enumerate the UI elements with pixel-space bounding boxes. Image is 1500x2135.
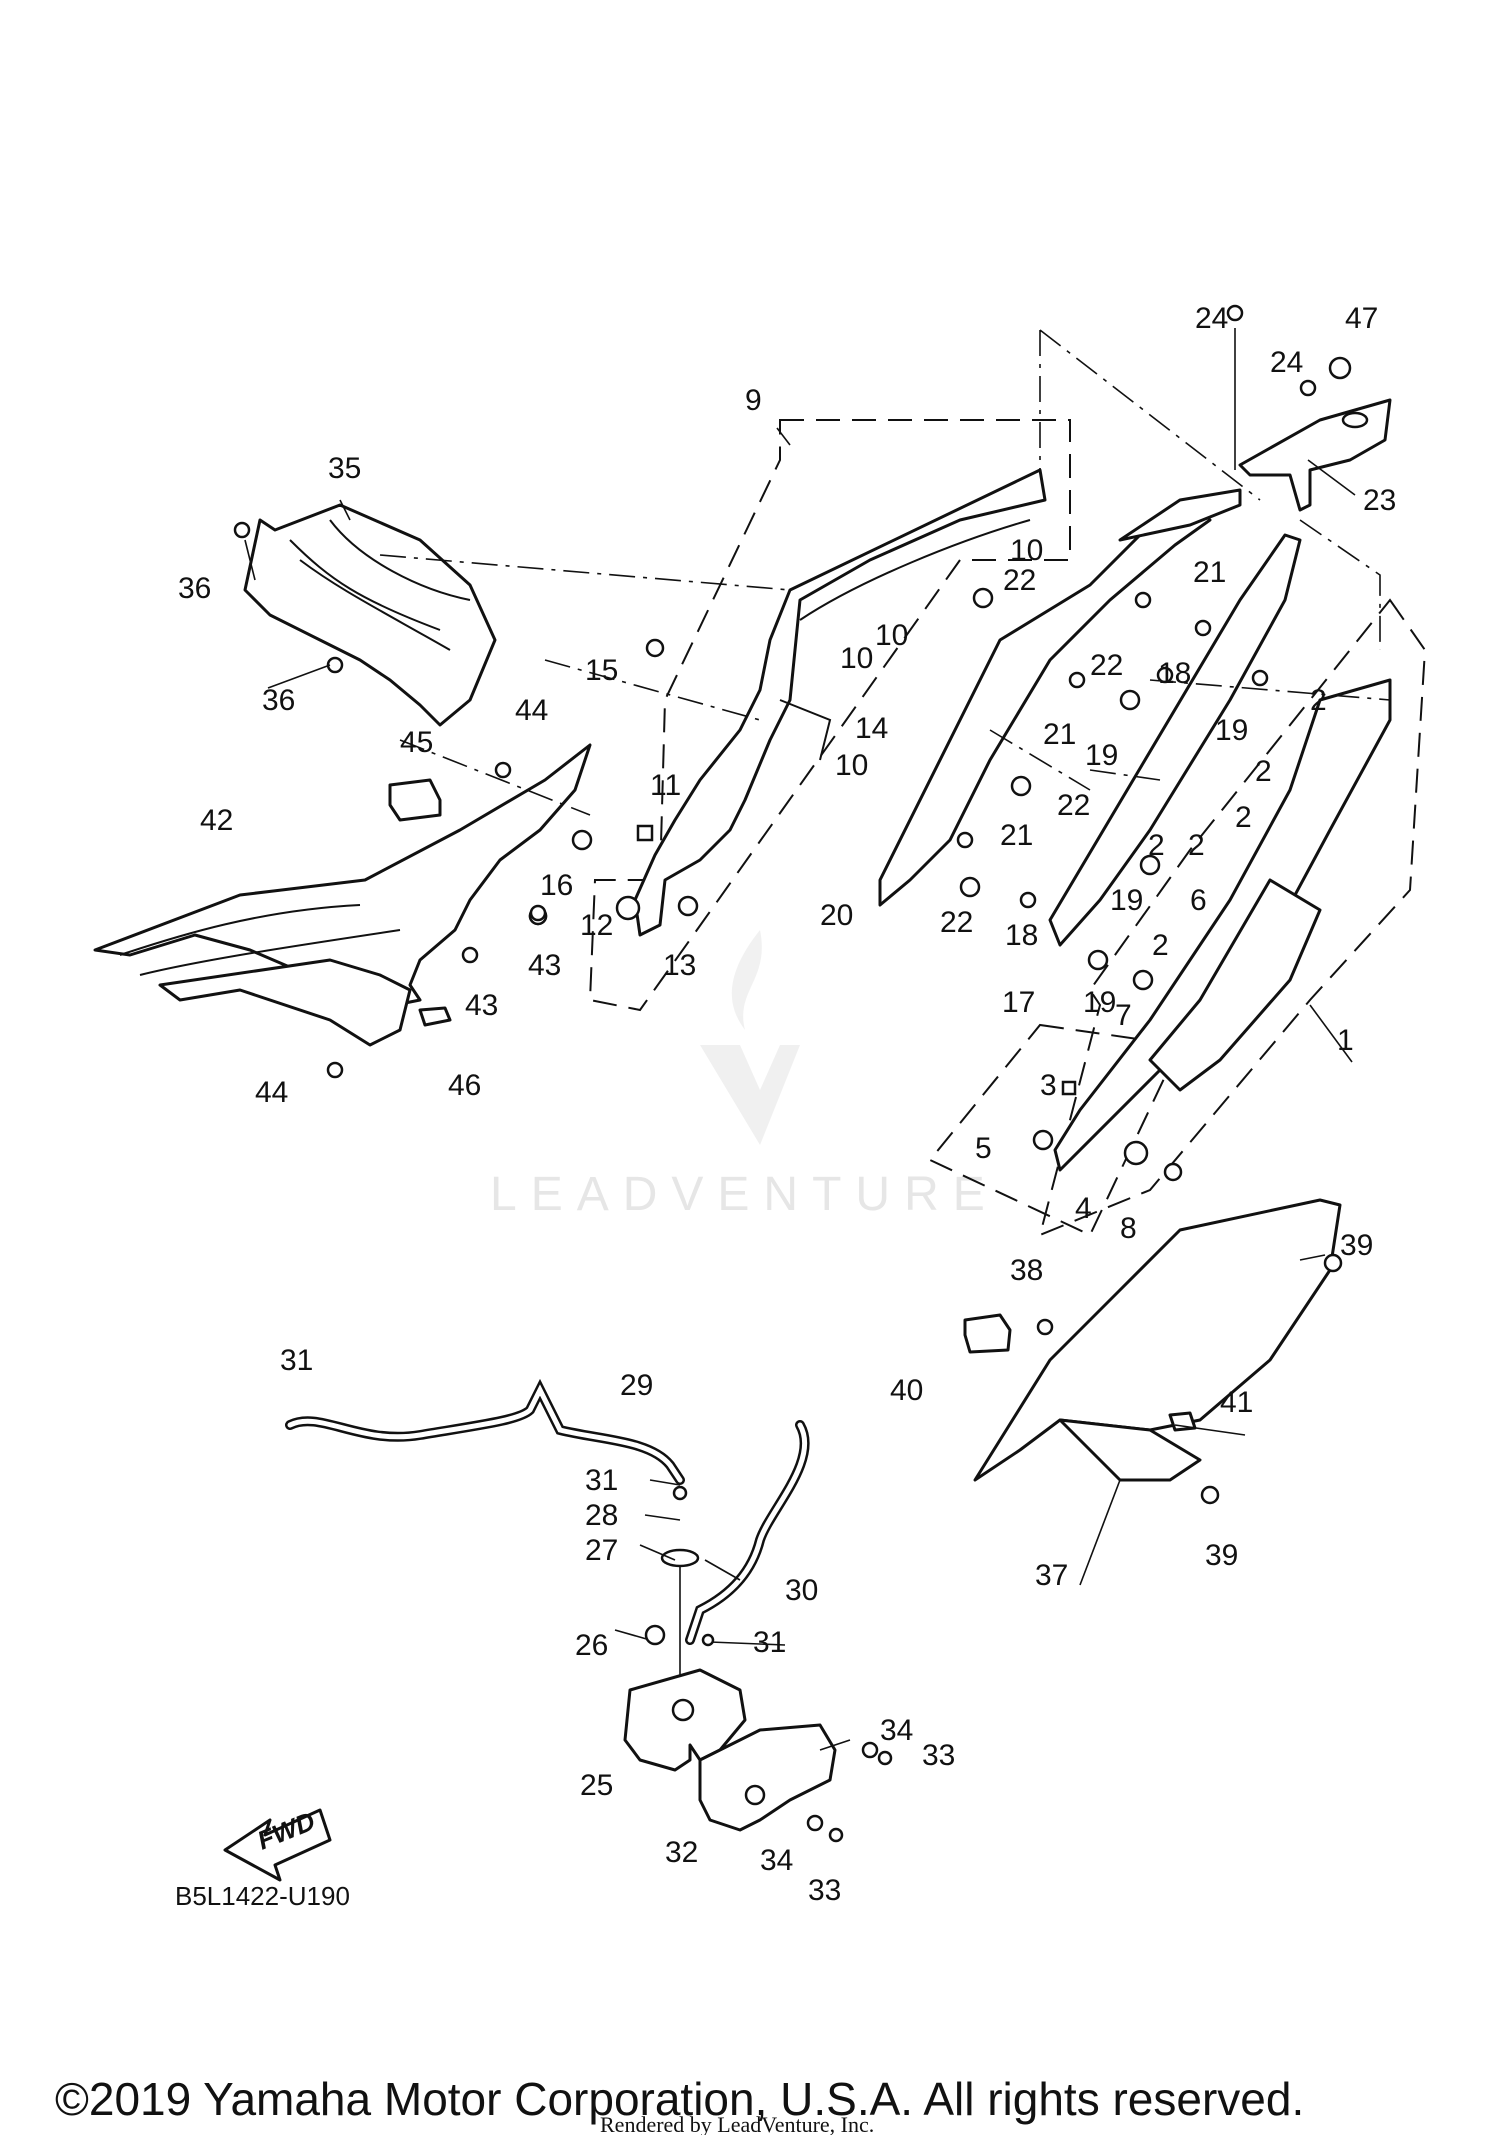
group-outline-lower <box>928 1023 1182 1237</box>
label-part-22: 22 <box>1057 789 1090 822</box>
label-part-40: 40 <box>890 1374 923 1407</box>
label-part-24: 24 <box>1195 302 1228 335</box>
label-part-17: 17 <box>1002 986 1035 1019</box>
label-part-20: 20 <box>820 899 853 932</box>
label-part-42: 42 <box>200 804 233 837</box>
label-part-35: 35 <box>328 452 361 485</box>
watermark-text: LEADVENTURE <box>490 1168 999 1221</box>
label-part-19: 19 <box>1085 739 1118 772</box>
label-part-9: 9 <box>745 384 762 417</box>
label-part-43: 43 <box>528 949 561 982</box>
label-part-10: 10 <box>840 642 873 675</box>
label-part-45: 45 <box>400 726 433 759</box>
part-45-pad <box>388 778 442 822</box>
label-part-34: 34 <box>880 1714 913 1747</box>
label-part-21: 21 <box>1193 556 1226 589</box>
part-17-bracket <box>1048 533 1302 947</box>
group-outline-1 <box>1038 598 1427 1237</box>
part-42-side-cover-left <box>93 743 592 1012</box>
label-part-21: 21 <box>1043 718 1076 751</box>
fwd-arrow-icon: FWD <box>223 1805 332 1882</box>
label-part-23: 23 <box>1363 484 1396 517</box>
label-part-28: 28 <box>585 1499 618 1532</box>
part-9-cover <box>633 468 1047 937</box>
part-20-bracket <box>878 508 1212 907</box>
label-part-16: 16 <box>540 869 573 902</box>
label-part-15: 15 <box>585 654 618 687</box>
part-32-guard <box>698 1723 837 1832</box>
label-part-8: 8 <box>1120 1212 1137 1245</box>
copyright-notice: ©2019 Yamaha Motor Corporation, U.S.A. A… <box>55 2073 1304 2125</box>
label-part-7: 7 <box>1115 999 1132 1032</box>
label-part-37: 37 <box>1035 1559 1068 1592</box>
label-part-47: 47 <box>1345 302 1378 335</box>
label-part-32: 32 <box>665 1836 698 1869</box>
label-part-33: 33 <box>922 1739 955 1772</box>
label-part-31: 31 <box>753 1626 786 1659</box>
label-part-2: 2 <box>1255 755 1272 788</box>
group-outline-9 <box>588 419 1071 1012</box>
label-part-10: 10 <box>835 749 868 782</box>
label-part-46: 46 <box>448 1069 481 1102</box>
label-part-10: 10 <box>1010 534 1043 567</box>
label-part-33: 33 <box>808 1874 841 1907</box>
label-part-36: 36 <box>178 572 211 605</box>
label-part-29: 29 <box>620 1369 653 1402</box>
label-part-19: 19 <box>1215 714 1248 747</box>
label-part-38: 38 <box>1010 1254 1043 1287</box>
label-part-12: 12 <box>580 909 613 942</box>
label-part-2: 2 <box>1235 801 1252 834</box>
label-part-44: 44 <box>255 1076 288 1109</box>
label-part-34: 34 <box>760 1844 793 1877</box>
label-part-21: 21 <box>1000 819 1033 852</box>
alignment-lines <box>379 329 1391 816</box>
label-part-22: 22 <box>1090 649 1123 682</box>
part-29-hose <box>285 1378 685 1485</box>
label-part-1: 1 <box>1337 1024 1354 1057</box>
label-part-43: 43 <box>465 989 498 1022</box>
leader-lines <box>244 328 1356 1751</box>
label-part-19: 19 <box>1083 986 1116 1019</box>
label-part-22: 22 <box>940 906 973 939</box>
label-part-31: 31 <box>280 1344 313 1377</box>
label-part-2: 2 <box>1310 684 1327 717</box>
label-part-19: 19 <box>1110 884 1143 917</box>
label-part-26: 26 <box>575 1629 608 1662</box>
label-part-2: 2 <box>1148 829 1165 862</box>
label-part-25: 25 <box>580 1769 613 1802</box>
label-part-30: 30 <box>785 1574 818 1607</box>
fasteners <box>326 304 1352 1843</box>
leadventure-watermark-logo <box>700 930 800 1145</box>
label-part-10: 10 <box>875 619 908 652</box>
label-part-14: 14 <box>855 712 888 745</box>
label-part-41: 41 <box>1220 1386 1253 1419</box>
label-part-24: 24 <box>1270 346 1303 379</box>
rendered-by-credit: Rendered by LeadVenture, Inc. <box>600 2112 874 2135</box>
label-part-22: 22 <box>1003 564 1036 597</box>
label-part-4: 4 <box>1075 1192 1092 1225</box>
label-part-27: 27 <box>585 1534 618 1567</box>
label-part-39: 39 <box>1205 1539 1238 1572</box>
label-part-11: 11 <box>650 769 681 802</box>
label-part-2: 2 <box>1188 829 1205 862</box>
callout-labels: 1 2 2 2 2 2 2 3 4 5 6 7 8 9 10 10 10 10 … <box>178 302 1396 1907</box>
label-part-36: 36 <box>262 684 295 717</box>
label-part-13: 13 <box>663 949 696 982</box>
label-part-44: 44 <box>515 694 548 727</box>
part-46-clip <box>418 1006 452 1027</box>
part-27-cap <box>660 1548 700 1568</box>
label-part-5: 5 <box>975 1132 992 1165</box>
label-part-39: 39 <box>1340 1229 1373 1262</box>
label-part-31: 31 <box>585 1464 618 1497</box>
label-part-2: 2 <box>1152 929 1169 962</box>
label-part-6: 6 <box>1190 884 1207 917</box>
drawing-code: B5L1422-U190 <box>175 1881 350 1911</box>
label-part-18: 18 <box>1005 919 1038 952</box>
label-part-3: 3 <box>1040 1069 1057 1102</box>
part-40-block <box>963 1313 1012 1354</box>
label-part-18: 18 <box>1158 657 1191 690</box>
